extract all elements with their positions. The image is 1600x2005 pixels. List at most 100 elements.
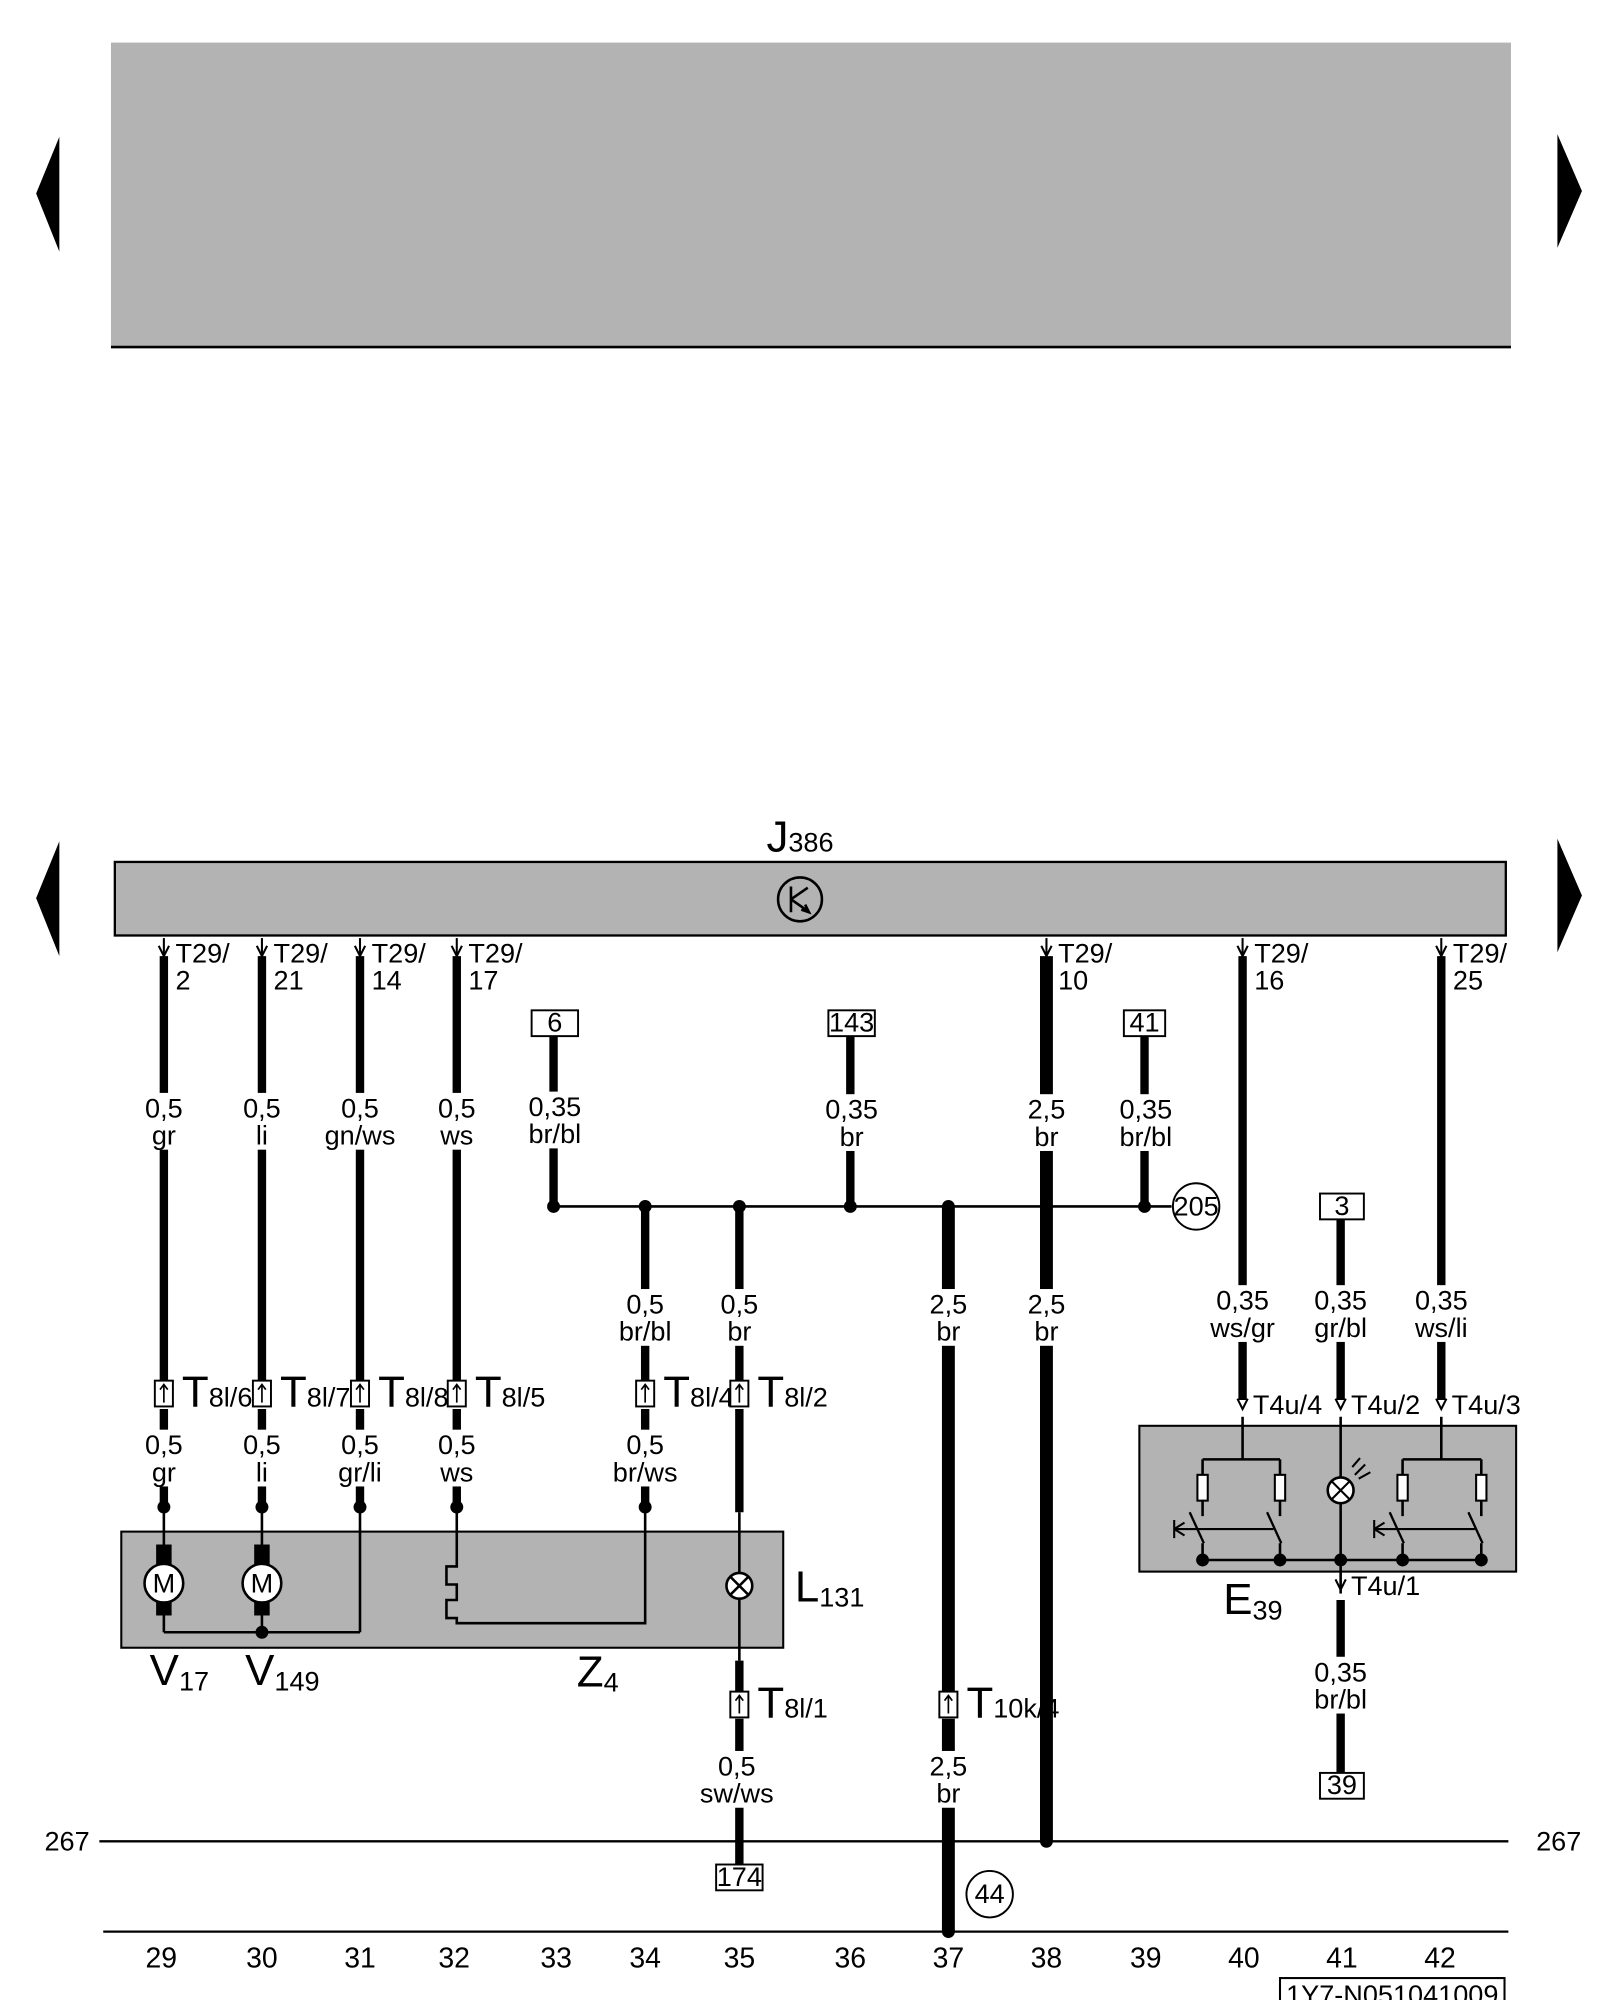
label-gap: [228, 1429, 296, 1487]
plug-p30: T8l/7: [251, 1367, 350, 1416]
plug-label: T8l/2: [757, 1367, 827, 1416]
track-number: 33: [540, 1943, 572, 1975]
label-gap: [713, 1289, 766, 1346]
plug-arrow: [640, 1383, 650, 1403]
plug-p35b: T8l/1: [729, 1678, 828, 1727]
pin-arrow: [1334, 1398, 1347, 1412]
wire-label-c29a: 0,5gr: [132, 1092, 195, 1151]
track-number: 37: [933, 1943, 965, 1975]
plug-arrow: [734, 1694, 744, 1714]
nav-next-top-triangle-right-icon[interactable]: [1557, 134, 1582, 248]
lamp-icon: [725, 1571, 754, 1600]
wire-label-c31b: 0,5gr/li: [326, 1429, 394, 1487]
nav-next-triangle-right-icon[interactable]: [1557, 838, 1582, 953]
control-unit-label: J386: [766, 813, 833, 862]
component-label-V17: V17: [150, 1646, 209, 1696]
pin-number: 21: [274, 965, 304, 996]
component-label-E39: E39: [1223, 1575, 1282, 1625]
pin-name: T29/: [372, 938, 427, 969]
wire-label-c32b: 0,5ws: [423, 1429, 491, 1487]
control-unit-box: [113, 860, 1507, 937]
ref-143: 143: [827, 1007, 876, 1038]
pin-name: T29/: [1453, 938, 1508, 969]
pin-c30: T29/21: [255, 938, 328, 996]
wire-size: 0,35: [1415, 1285, 1468, 1316]
reference-box: [1122, 1009, 1167, 1038]
pin-number: 25: [1453, 965, 1483, 996]
wire-color: br: [727, 1316, 751, 1347]
pin-arrow: [1435, 1398, 1448, 1412]
wire-label-c30a: 0,5li: [230, 1092, 293, 1151]
junction-dot: [353, 1500, 367, 1514]
label-gap: [1020, 1094, 1073, 1151]
plug-p29: T8l/6: [153, 1367, 252, 1416]
wire-color: li: [256, 1456, 268, 1487]
wire-label-c30b: 0,5li: [228, 1429, 296, 1487]
junction-dot: [941, 1925, 955, 1939]
junction-dot: [157, 1500, 171, 1514]
wire-label-c34b: 0,5br/ws: [609, 1429, 682, 1487]
reference-box: [715, 1863, 764, 1892]
pushbutton-actuator: [1373, 1520, 1475, 1539]
ref-205: 205: [1171, 1182, 1221, 1231]
pin-c32: T29/17: [450, 938, 523, 996]
label-gap: [1307, 1285, 1375, 1342]
track-number: 29: [146, 1943, 178, 1975]
ref-3: 3: [1319, 1190, 1365, 1221]
nav-prev-triangle-left-icon[interactable]: [36, 841, 60, 957]
wire-label-c38a: 2,5br: [1020, 1094, 1073, 1152]
motor-symbol: M: [251, 1567, 274, 1598]
reference-label: 39: [1327, 1769, 1357, 1800]
label-gap: [1020, 1289, 1073, 1346]
wire-color: ws/li: [1414, 1312, 1468, 1343]
wire-label-c31a: 0,5gn/ws: [325, 1092, 396, 1150]
pin-t40: T4u/4: [1236, 1389, 1322, 1420]
bus-label-right: 267: [1536, 1825, 1581, 1856]
pin-name: T29/: [468, 938, 523, 969]
wire-label-c37a: 2,5br: [922, 1289, 975, 1347]
plug-arrow: [355, 1383, 365, 1403]
label-gap: [609, 1429, 682, 1487]
plug-p32: T8l/5: [446, 1367, 545, 1416]
junction-dot: [450, 1500, 464, 1514]
switch-contact: [1467, 1511, 1484, 1544]
previous-page-panel: [110, 42, 1511, 348]
track-number: 38: [1031, 1943, 1063, 1975]
label-gap: [818, 1094, 886, 1151]
motor-symbol: M: [153, 1567, 176, 1598]
control-unit-J386: J386: [113, 813, 1507, 937]
junction-dot: [1396, 1553, 1410, 1567]
track-number: 34: [629, 1943, 661, 1975]
bus-label-left: 267: [45, 1825, 90, 1856]
plug-label: T8l/5: [475, 1367, 545, 1416]
wire-size: 0,5: [438, 1429, 476, 1460]
label-gap: [326, 1429, 394, 1487]
wire-size: 0,5: [626, 1289, 664, 1320]
wire-label-c34a: 0,5br/bl: [611, 1289, 679, 1347]
wire-size: 0,5: [341, 1092, 379, 1123]
wire-size: 0,35: [528, 1091, 581, 1122]
nav-prev-top-triangle-left-icon[interactable]: [36, 136, 60, 252]
plug-label: T8l/6: [182, 1367, 252, 1416]
ref-39: 39: [1319, 1769, 1365, 1800]
resistor: [1196, 1473, 1209, 1502]
reference-label: 143: [829, 1007, 874, 1038]
plug-p34: T8l/4: [635, 1367, 734, 1416]
ref-174: 174: [715, 1861, 764, 1892]
label-gap: [700, 1750, 773, 1808]
switch-contact: [1188, 1511, 1205, 1544]
pin-name: T4u/3: [1452, 1389, 1521, 1420]
pin-c42: T29/25: [1435, 938, 1508, 996]
switch-contact: [1388, 1511, 1405, 1544]
pin-number: 17: [468, 965, 498, 996]
track-number: 32: [438, 1943, 470, 1975]
component-label-V149: V149: [245, 1646, 319, 1696]
wire-color: ws/gr: [1209, 1312, 1275, 1343]
pin-number: 2: [175, 965, 190, 996]
doc-id-label: 1Y7-N051041009: [1286, 1979, 1498, 2000]
wire-label-c38b: 2,5br: [1020, 1289, 1073, 1347]
